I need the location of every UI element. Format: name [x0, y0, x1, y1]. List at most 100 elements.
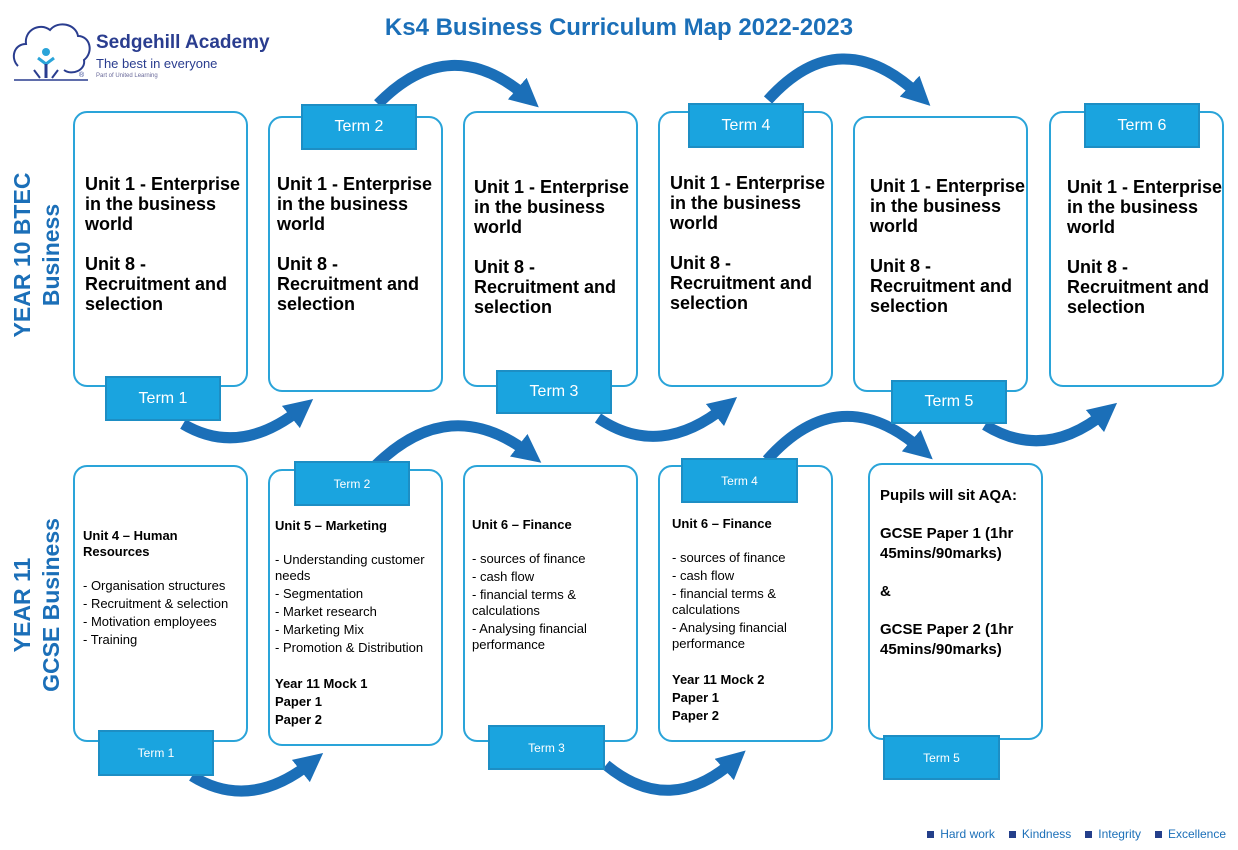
gcse-card-term1 [73, 465, 248, 742]
value-label: Hard work [940, 827, 995, 841]
unit-heading: Unit 6 – Finance [472, 517, 572, 532]
term-label-btec-4: Term 4 [688, 103, 804, 148]
unit-text: Unit 1 - Enterprise in the business worl… [670, 173, 826, 233]
value-item: Hard work [927, 827, 995, 841]
btec-content-term3: Unit 1 - Enterprise in the business worl… [474, 177, 634, 317]
mock-title: Year 11 Mock 1 [275, 676, 368, 691]
unit-text: Unit 8 - Recruitment and selection [85, 254, 228, 314]
unit-text: Unit 8 - Recruitment and selection [870, 256, 1013, 316]
gcse-content-term3: Unit 6 – Finance - sources of finance - … [472, 517, 632, 653]
arrow-icon [594, 396, 738, 442]
topic-item: - Market research [275, 604, 377, 619]
topic-item: - Marketing Mix [275, 622, 364, 637]
btec-content-term6: Unit 1 - Enterprise in the business worl… [1067, 177, 1227, 317]
term-label-btec-3: Term 3 [496, 370, 612, 414]
unit-heading: Unit 4 – Human Resources [83, 528, 178, 559]
arrow-icon [762, 410, 933, 464]
gcse-content-term1: Unit 4 – Human Resources - Organisation … [83, 528, 243, 648]
values-footer: Hard work Kindness Integrity Excellence [927, 827, 1226, 841]
gcse-card-term3 [463, 465, 638, 742]
value-label: Excellence [1167, 827, 1226, 841]
btec-card-term6 [1049, 111, 1224, 387]
unit-heading: Unit 5 – Marketing [275, 518, 387, 533]
gcse-card-term4 [658, 465, 833, 742]
topic-item: - financial terms & calculations [672, 586, 777, 617]
topic-item: - Segmentation [275, 586, 364, 601]
unit-heading: Unit 6 – Finance [672, 516, 772, 531]
exam-paper-2: GCSE Paper 2 (1hr 45mins/90marks) [880, 621, 1014, 658]
unit-text: Unit 1 - Enterprise in the business worl… [277, 174, 433, 234]
mock-paper: Paper 2 [275, 712, 322, 727]
topic-item: - sources of finance [472, 551, 586, 566]
unit-text: Unit 1 - Enterprise in the business worl… [474, 177, 630, 237]
value-item: Excellence [1154, 827, 1226, 841]
gcse-content-term4: Unit 6 – Finance - sources of finance - … [672, 516, 828, 724]
topic-item: - Recruitment & selection [83, 596, 229, 611]
term-label-btec-1: Term 1 [105, 376, 221, 421]
exam-intro: Pupils will sit AQA: [880, 487, 1017, 504]
topic-item: - Motivation employees [83, 614, 217, 629]
btec-content-term2: Unit 1 - Enterprise in the business worl… [277, 174, 437, 314]
square-bullet-icon [1154, 830, 1162, 838]
btec-content-term4: Unit 1 - Enterprise in the business worl… [670, 173, 830, 313]
topic-item: - cash flow [472, 569, 535, 584]
topic-item: - Analysing financial performance [472, 621, 587, 652]
unit-text: Unit 8 - Recruitment and selection [474, 257, 617, 317]
arrow-icon [602, 750, 746, 796]
btec-content-term1: Unit 1 - Enterprise in the business worl… [85, 174, 245, 314]
exam-ampersand: & [880, 583, 891, 600]
btec-content-term5: Unit 1 - Enterprise in the business worl… [870, 176, 1030, 316]
topic-item: - financial terms & calculations [472, 587, 577, 618]
term-label-gcse-2: Term 2 [294, 461, 410, 506]
unit-text: Unit 8 - Recruitment and selection [1067, 257, 1210, 317]
topic-item: - Promotion & Distribution [275, 640, 424, 655]
term-label-btec-6: Term 6 [1084, 103, 1200, 148]
mock-paper: Paper 1 [275, 694, 322, 709]
arrow-icon [371, 420, 542, 470]
registered-mark: ® [79, 72, 85, 79]
btec-card-term1 [73, 111, 248, 387]
unit-text: Unit 1 - Enterprise in the business worl… [85, 174, 241, 234]
exam-paper-1: GCSE Paper 1 (1hr 45mins/90marks) [880, 525, 1014, 562]
unit-text: Unit 1 - Enterprise in the business worl… [870, 176, 1026, 236]
gcse-card-term5 [868, 463, 1043, 740]
term-label-btec-2: Term 2 [301, 104, 417, 150]
square-bullet-icon [927, 830, 935, 838]
value-item: Kindness [1008, 827, 1072, 841]
topic-item: - Understanding customer needs [275, 552, 425, 583]
btec-card-term3 [463, 111, 638, 387]
page-title: Ks4 Business Curriculum Map 2022-2023 [384, 14, 854, 41]
value-item: Integrity [1085, 827, 1141, 841]
btec-card-term4 [658, 111, 833, 387]
mock-paper: Paper 1 [672, 690, 719, 705]
gcse-content-term5: Pupils will sit AQA: GCSE Paper 1 (1hr 4… [880, 486, 1035, 660]
unit-text: Unit 8 - Recruitment and selection [670, 253, 813, 313]
value-label: Integrity [1098, 827, 1141, 841]
mock-title: Year 11 Mock 2 [672, 672, 765, 687]
unit-text: Unit 8 - Recruitment and selection [277, 254, 420, 314]
logo-subtext: Part of United Learning [96, 73, 158, 79]
term-label-btec-5: Term 5 [891, 380, 1007, 424]
term-label-gcse-4: Term 4 [681, 458, 798, 503]
topic-item: - Training [83, 632, 138, 647]
unit-text: Unit 1 - Enterprise in the business worl… [1067, 177, 1223, 237]
arrow-icon [982, 402, 1118, 447]
arrow-icon [374, 60, 539, 108]
gcse-content-term2: Unit 5 – Marketing - Understanding custo… [275, 518, 441, 728]
topic-item: - sources of finance [672, 550, 786, 565]
logo-tagline: The best in everyone [96, 56, 218, 71]
term-label-gcse-3: Term 3 [488, 725, 605, 770]
value-label: Kindness [1021, 827, 1072, 841]
btec-card-term2 [268, 116, 443, 392]
arrow-icon [189, 753, 324, 797]
topic-item: - Organisation structures [83, 578, 226, 593]
square-bullet-icon [1085, 830, 1093, 838]
gcse-card-term2 [268, 469, 443, 746]
arrow-icon [180, 399, 314, 444]
term-label-gcse-1: Term 1 [98, 730, 214, 776]
square-bullet-icon [1008, 830, 1016, 838]
mock-paper: Paper 2 [672, 708, 719, 723]
logo-name: Sedgehill Academy [96, 32, 270, 53]
topic-item: - cash flow [672, 568, 735, 583]
